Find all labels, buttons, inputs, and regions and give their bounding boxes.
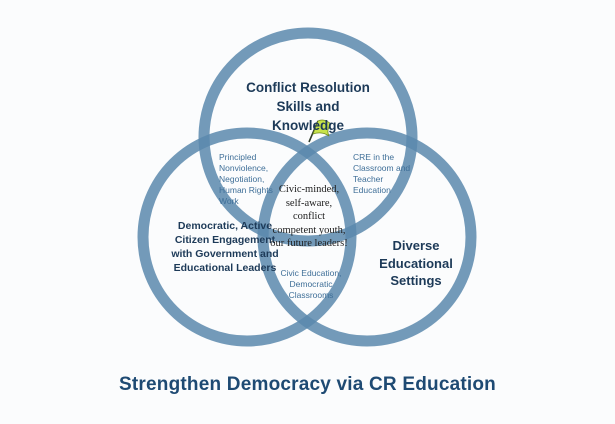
- circle-left: [137, 127, 357, 347]
- diagram-caption: Strengthen Democracy via CR Education: [119, 374, 496, 395]
- circle-top-title: Conflict Resolution Skills and Knowledge: [246, 80, 370, 133]
- circle-left-title: Democratic, Active Citizen Engagement wi…: [171, 220, 279, 274]
- circle-right-title: Diverse Educational Settings: [379, 238, 453, 288]
- flag-icon: [308, 119, 332, 143]
- overlap-left-right: Civic Education, Democratic Classrooms: [280, 268, 342, 300]
- overlap-top-left: Principled Nonviolence, Negotiation, Hum…: [219, 152, 273, 206]
- overlap-top-right: CRE in the Classroom and Teacher Educati…: [353, 152, 411, 195]
- center-intersection: Civic-minded, self-aware, conflict compe…: [270, 184, 348, 249]
- circle-right: [257, 127, 477, 347]
